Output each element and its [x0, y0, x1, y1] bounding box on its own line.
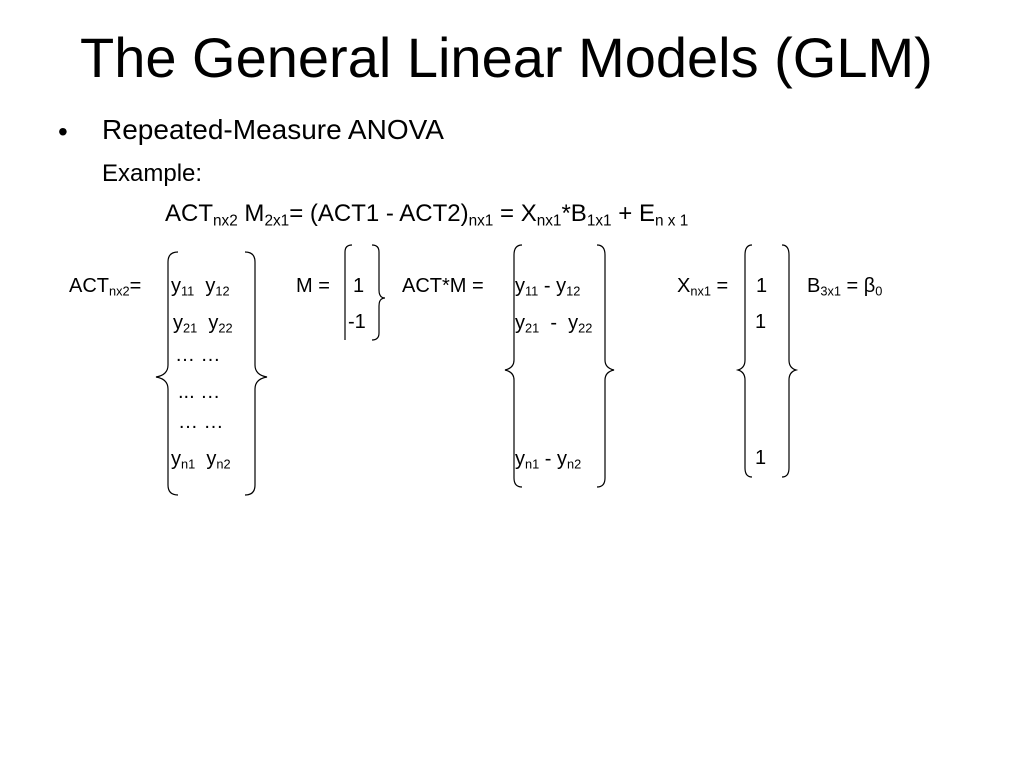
act-matrix-left-brace [155, 251, 179, 496]
actm-matrix-row-n: yn1 - yn2 [515, 448, 582, 472]
actm-matrix-label: ACT*M = [402, 275, 484, 297]
act-matrix-row-3: … … [175, 344, 221, 366]
act-matrix-row-4: ... … [178, 381, 221, 403]
act-matrix-row-2: y21 y22 [173, 312, 233, 336]
x-matrix-row-n: 1 [755, 447, 767, 469]
x-matrix-row-2: 1 [755, 311, 767, 333]
m-matrix-row-1: 1 [353, 275, 365, 297]
act-matrix-row-5: … … [178, 411, 224, 433]
m-matrix-right-brace [371, 244, 386, 341]
x-matrix-right-brace [781, 244, 799, 478]
act-matrix-row-n: yn1 yn2 [171, 448, 231, 472]
actm-matrix-left-brace [504, 244, 523, 488]
act-matrix-label: ACTnx2= [69, 275, 142, 299]
actm-matrix-row-1: y11 - y12 [515, 275, 581, 299]
actm-matrix-right-brace [596, 244, 615, 488]
slide-title: The General Linear Models (GLM) [80, 26, 933, 89]
m-matrix-row-2: -1 [348, 311, 366, 333]
act-matrix-right-brace [244, 251, 268, 496]
x-matrix-left-brace [735, 244, 753, 478]
bullet-text: Repeated-Measure ANOVA [102, 114, 444, 145]
act-matrix-row-1: y11 y12 [171, 275, 230, 299]
m-matrix-left-brace [344, 244, 353, 340]
model-equation: ACTnx2 M2x1= (ACT1 - ACT2)nx1 = Xnx1*B1x… [165, 200, 689, 230]
bullet-marker: • [58, 116, 68, 147]
x-matrix-label: Xnx1 = [677, 275, 729, 299]
x-matrix-row-1: 1 [756, 275, 768, 297]
example-label: Example: [102, 160, 203, 187]
actm-matrix-row-2: y21 - y22 [515, 312, 593, 336]
b-definition: B3x1 = β0 [807, 275, 883, 299]
m-matrix-label: M = [296, 275, 330, 297]
